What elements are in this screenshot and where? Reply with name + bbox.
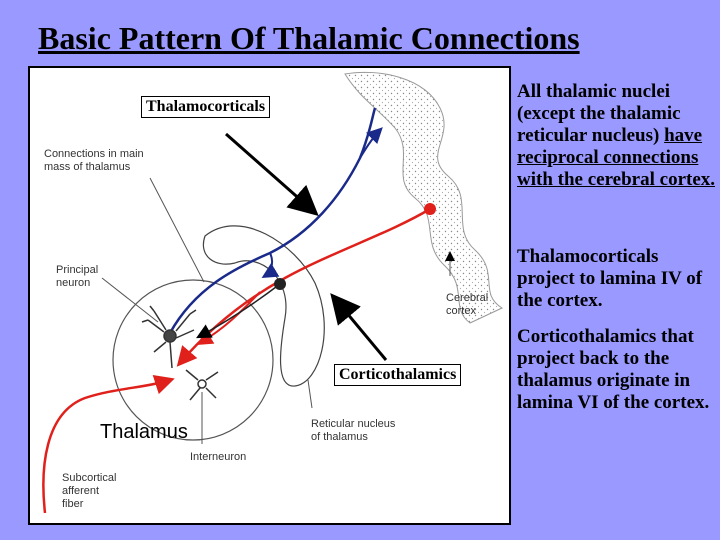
reticular-neuron-axon	[196, 283, 281, 339]
principal-neuron-leader-line	[101, 277, 159, 323]
principal-neuron	[141, 305, 197, 369]
corticothalamics-pointer-arrow	[330, 293, 388, 361]
thalamocortical-terminal	[359, 127, 383, 159]
connections-leader-line	[149, 177, 205, 283]
reticular-nucleus-label: Reticular nucleus of thalamus	[311, 418, 396, 443]
thalamic-connections-diagram: Thalamocorticals Corticothalamics Connec…	[28, 66, 511, 525]
reticular-nucleus-leader-line	[307, 379, 313, 409]
thalamocorticals-pointer-arrow	[225, 132, 319, 216]
corticothalamics-callout: Corticothalamics	[334, 364, 462, 386]
note-reciprocal-underlined: have reciprocal connections with the cer…	[517, 125, 716, 190]
corticothalamic-axon	[176, 207, 431, 367]
note-corticothalamics: Corticothalamics that project back to th…	[517, 326, 710, 413]
subcortical-afferent-label: Subcortical afferent fiber	[62, 472, 117, 510]
thalamocortical-collateral	[261, 252, 280, 279]
note-thalamocorticals: Thalamocorticals project to lamina IV of…	[517, 246, 703, 311]
note-reciprocal-connections: All thalamic nuclei (except the thalamic…	[517, 81, 717, 191]
thalamus-label: Thalamus	[100, 421, 188, 443]
reticular-nucleus-outline	[202, 225, 325, 387]
page-title: Basic Pattern Of Thalamic Connections	[38, 20, 580, 56]
diagram-drawing	[42, 71, 504, 514]
cerebral-cortex-label: Cerebral cortex	[446, 292, 489, 317]
principal-neuron-label: Principal neuron	[56, 264, 99, 289]
subcortical-afferent-fiber	[42, 375, 175, 514]
thalamocorticals-callout: Thalamocorticals	[141, 96, 271, 118]
thalamocortical-axon	[168, 107, 377, 334]
interneuron-label: Interneuron	[190, 451, 247, 463]
interneuron	[185, 369, 219, 401]
cerebral-cortex-band	[344, 71, 504, 324]
connections-label: Connections in main mass of thalamus	[44, 148, 144, 173]
note-reciprocal-plain: All thalamic nuclei (except the thalamic…	[517, 81, 681, 146]
corticothalamic-collateral	[196, 291, 261, 346]
thalamus-circle	[112, 279, 274, 441]
